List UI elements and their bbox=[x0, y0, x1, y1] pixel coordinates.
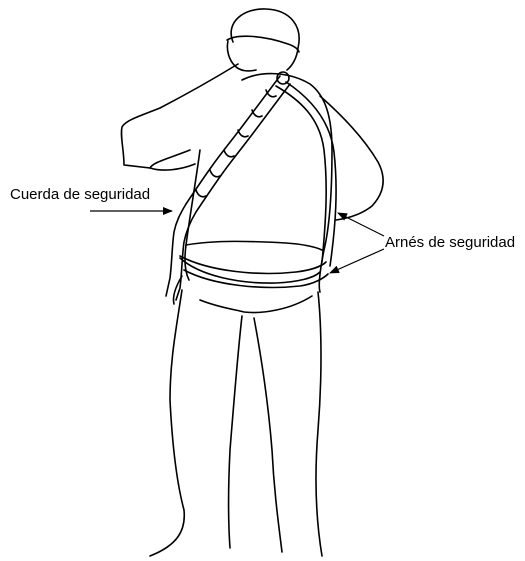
callout-arrows bbox=[90, 207, 385, 274]
lanyard-rope bbox=[165, 75, 281, 297]
worker-right-leg bbox=[253, 317, 283, 553]
harness-d-ring bbox=[276, 71, 290, 85]
lanyard-label: Cuerda de seguridad bbox=[10, 186, 150, 203]
worker-head bbox=[230, 8, 300, 71]
worker-figure bbox=[120, 8, 384, 557]
harness-arrow-lower bbox=[329, 248, 385, 274]
harness-arrow-upper bbox=[337, 212, 385, 237]
worker-right-arm bbox=[319, 95, 384, 221]
worker-left-leg bbox=[149, 289, 186, 557]
worker-left-arm bbox=[120, 63, 239, 169]
safety-lanyard bbox=[165, 75, 291, 301]
harness-label: Arnés de seguridad bbox=[385, 234, 515, 251]
harness-waist-belt bbox=[179, 255, 327, 275]
safety-harness bbox=[172, 71, 337, 305]
worker-torso bbox=[241, 72, 333, 293]
harness-shoulder-strap bbox=[275, 85, 327, 263]
